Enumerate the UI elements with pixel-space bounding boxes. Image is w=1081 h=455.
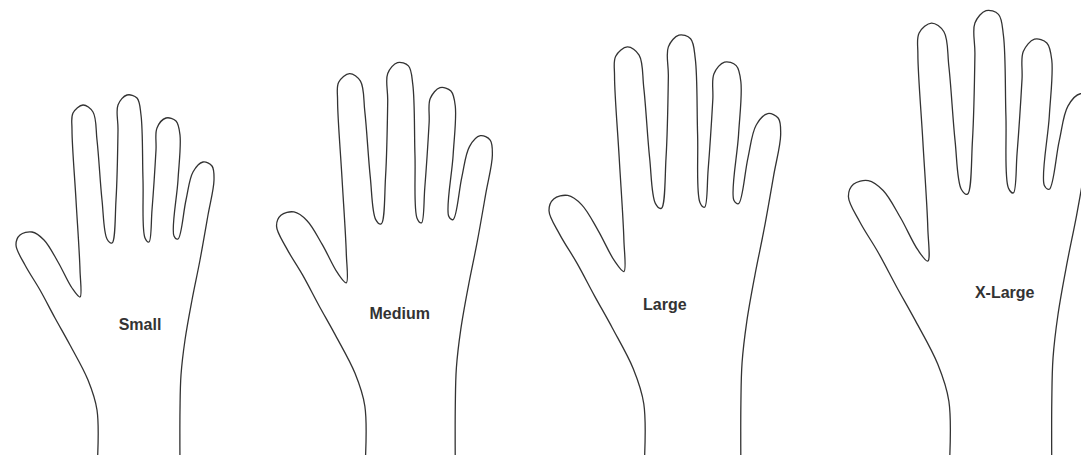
hand-outline: Small: [10, 88, 222, 455]
hand-shape: [10, 88, 222, 455]
hand-shape: [270, 55, 501, 455]
hand-contour: [549, 35, 781, 455]
label-holder: Small: [119, 315, 162, 334]
hand-contour: [277, 62, 493, 455]
size-label: Small: [119, 315, 162, 334]
label-holder: Medium: [369, 305, 429, 324]
hand-contour: [848, 10, 1081, 455]
size-label: Medium: [369, 305, 429, 324]
size-label: X-Large: [975, 284, 1035, 303]
label-holder: X-Large: [975, 284, 1035, 303]
hand-contour: [16, 95, 214, 455]
hand-outline: X-Large: [841, 2, 1081, 455]
hand-shape: [841, 2, 1081, 455]
hand-outline: Medium: [270, 55, 501, 455]
label-holder: Large: [643, 296, 687, 315]
hand-outline: Large: [542, 27, 790, 455]
hand-shape: [542, 27, 790, 455]
size-label: Large: [643, 296, 687, 315]
